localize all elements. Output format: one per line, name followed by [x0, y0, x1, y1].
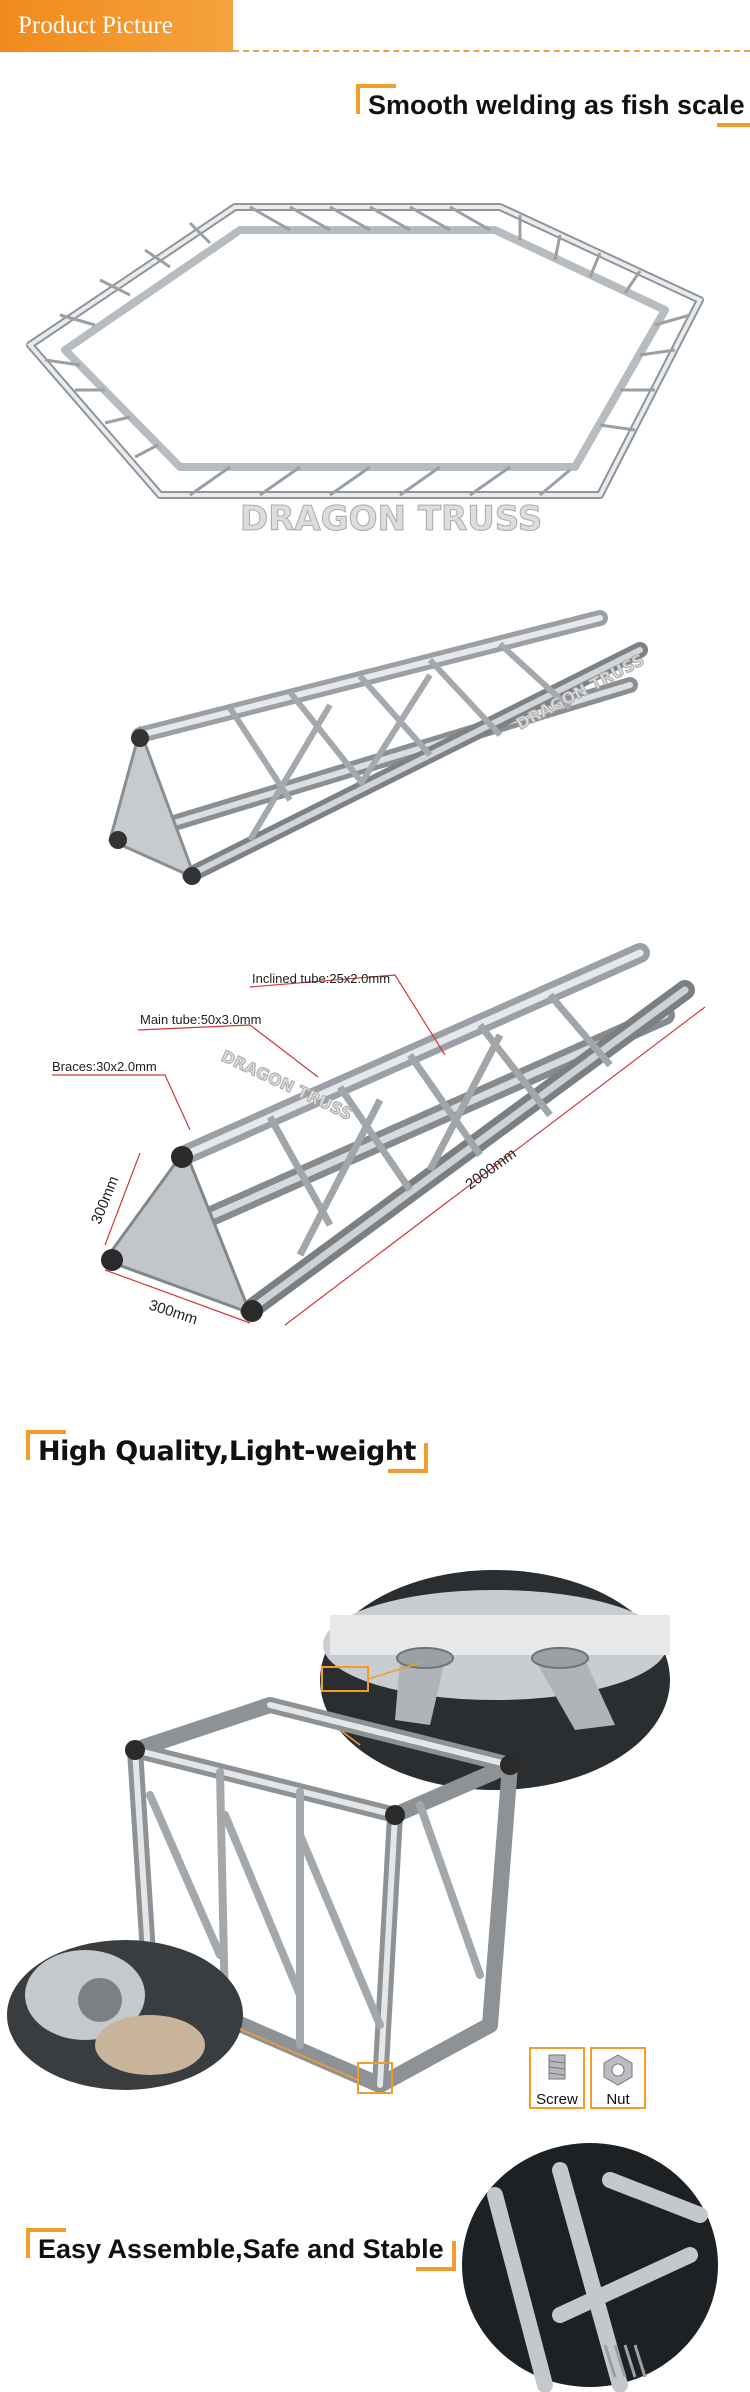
section-header-tab: Product Picture	[0, 0, 233, 52]
screw-label: Screw	[536, 2091, 578, 2108]
triangle-truss-image: DRAGON TRUSS	[108, 610, 648, 885]
caption-easy-assemble: Easy Assemble,Safe and Stable	[26, 2228, 456, 2271]
hexagon-truss-image: DRAGON TRUSS	[26, 203, 704, 540]
dimensioned-truss-image: Inclined tube:25x2.0mm Main tube:50x3.0m…	[52, 943, 706, 1328]
bolted-detail-bubble	[462, 2143, 718, 2392]
watermark-hexagon: DRAGON TRUSS	[240, 499, 542, 539]
label-height: 300mm	[88, 1174, 123, 1227]
caption-high-quality: High Quality,Light-weight	[26, 1430, 428, 1473]
connection-detail-bubble	[7, 1940, 243, 2090]
header-dashed-line	[233, 50, 750, 52]
nut-label: Nut	[606, 2091, 630, 2108]
label-braces: Braces:30x2.0mm	[52, 1059, 157, 1074]
label-main-tube: Main tube:50x3.0mm	[140, 1012, 261, 1027]
label-inclined-tube: Inclined tube:25x2.0mm	[252, 971, 390, 986]
nut-icon	[603, 2054, 633, 2086]
square-truss-image	[7, 1570, 718, 2392]
part-nut: Nut	[590, 2047, 646, 2109]
screw-icon	[548, 2054, 566, 2080]
part-screw: Screw	[529, 2047, 585, 2109]
caption-smooth-welding: Smooth welding as fish scale	[356, 84, 750, 127]
